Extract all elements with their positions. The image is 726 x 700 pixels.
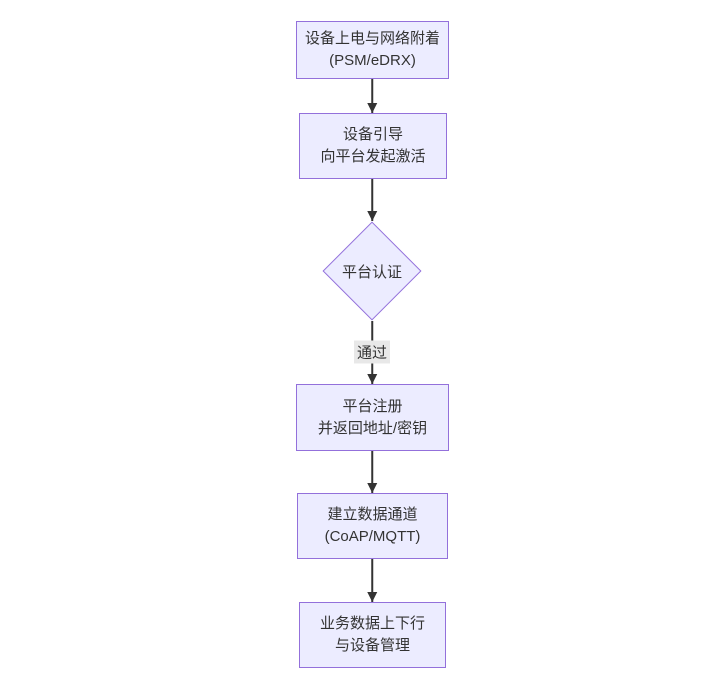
- node-platform-register: 平台注册 并返回地址/密钥: [296, 384, 449, 451]
- edge-label-pass: 通过: [353, 340, 391, 364]
- node-platform-auth: 平台认证: [322, 221, 422, 321]
- node-device-bootstrap: 设备引导 向平台发起激活: [299, 113, 447, 179]
- edge-power-to-bootstrap: [371, 79, 373, 113]
- node-text-line: 平台注册: [342, 397, 403, 415]
- node-device-power-on: 设备上电与网络附着 (PSM/eDRX): [296, 21, 449, 79]
- node-text-line: 与设备管理: [334, 637, 410, 654]
- node-text-line: 建立数据通道: [327, 506, 418, 523]
- node-text-line: (CoAP/MQTT): [324, 528, 421, 545]
- edge-channel-to-business: [371, 559, 373, 602]
- node-text-line: 业务数据上下行: [319, 615, 425, 632]
- node-text-line: (PSM/eDRX): [329, 52, 416, 69]
- node-text-line: 设备上电与网络附着: [304, 30, 440, 47]
- node-text-line: 平台认证: [341, 263, 402, 281]
- node-text-line: 设备引导: [342, 126, 403, 143]
- node-business-data: 业务数据上下行 与设备管理: [299, 602, 446, 668]
- node-text-line: 向平台发起激活: [320, 148, 426, 165]
- node-data-channel: 建立数据通道 (CoAP/MQTT): [297, 493, 448, 559]
- node-text-line: 并返回地址/密钥: [317, 419, 428, 437]
- edge-register-to-channel: [371, 451, 373, 493]
- edge-bootstrap-to-auth: [371, 179, 373, 221]
